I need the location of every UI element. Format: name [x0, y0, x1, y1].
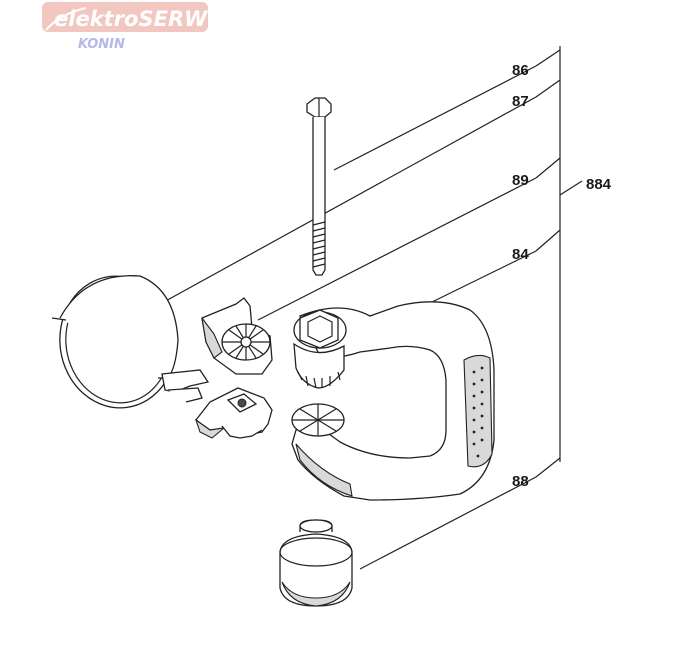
clamp-band-part: [51, 275, 210, 409]
clamp-jaw-lower-part: [194, 387, 273, 439]
bolt-part: [306, 97, 332, 276]
clamp-jaw-upper-part: [201, 297, 273, 375]
part-labels: 86 87 89 84 88 884: [512, 62, 612, 490]
leader-lines: [161, 46, 583, 570]
d-handle-part: [291, 301, 495, 501]
label-89: 89: [512, 172, 529, 189]
label-884: 884: [586, 176, 612, 193]
label-88: 88: [512, 473, 529, 490]
logo-swoosh: [45, 7, 87, 31]
watermark-logo: elektroSERW KONIN: [42, 2, 208, 52]
label-87: 87: [512, 93, 529, 110]
label-86: 86: [512, 62, 529, 79]
logo-city-text: KONIN: [78, 37, 125, 52]
end-cap-part: [279, 519, 353, 607]
label-84: 84: [512, 246, 529, 263]
logo-brand-text: elektroSERW: [54, 7, 208, 31]
